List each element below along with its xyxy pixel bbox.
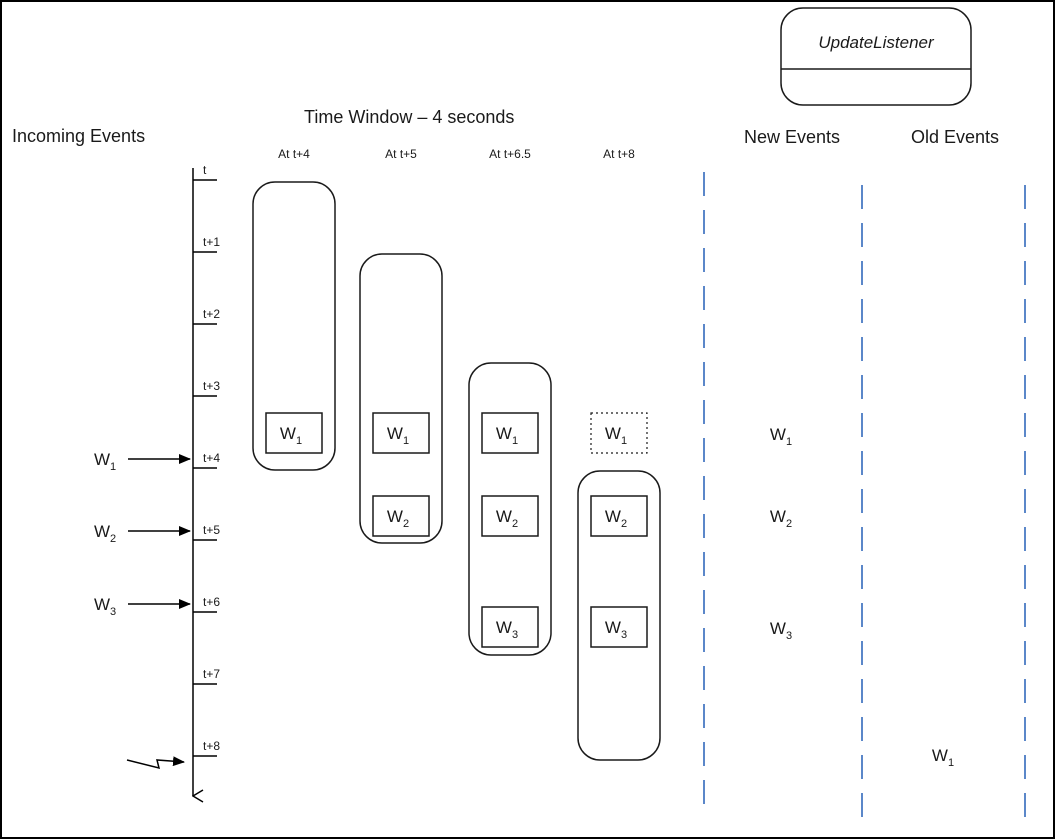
update-listener-outline [780,7,972,106]
tick-label: t+4 [203,451,220,465]
window-bracket [468,362,552,656]
window-bracket [359,253,443,544]
event-box [590,606,648,648]
time-window-title: Time Window – 4 seconds [304,107,514,127]
snapshot-label: At t+6.5 [489,147,531,161]
event-box [481,495,539,537]
event-box [481,606,539,648]
timeline-ticks: t t+1 t+2 t+3 t+4 t+5 t+6 t+7 t+8 [193,163,220,757]
tick-label: t+8 [203,739,220,753]
incoming-events-heading: Incoming Events [12,126,145,146]
tick-label: t [203,163,207,177]
old-events-heading: Old Events [911,127,999,147]
tick-label: t+3 [203,379,220,393]
snapshot-label: At t+4 [278,147,310,161]
snapshot-label: At t+5 [385,147,417,161]
new-events-heading: New Events [744,127,840,147]
event-box [372,412,430,454]
tick-label: t+5 [203,523,220,537]
update-listener-title: UpdateListener [818,33,935,52]
event-box [481,412,539,454]
tick-label: t+6 [203,595,220,609]
snapshot-label: At t+8 [603,147,635,161]
update-listener-box: UpdateListener [780,7,972,106]
snapshot-1: At t+4W1 [252,147,336,471]
trigger-lightning-icon [126,756,185,770]
tick-label: t+7 [203,667,220,681]
event-box [590,495,648,537]
window-bracket [252,181,336,471]
expired-event-box [590,412,648,454]
event-box [372,495,430,537]
tick-label: t+2 [203,307,220,321]
tick-label: t+1 [203,235,220,249]
window-bracket [577,470,661,761]
event-box [265,412,323,454]
